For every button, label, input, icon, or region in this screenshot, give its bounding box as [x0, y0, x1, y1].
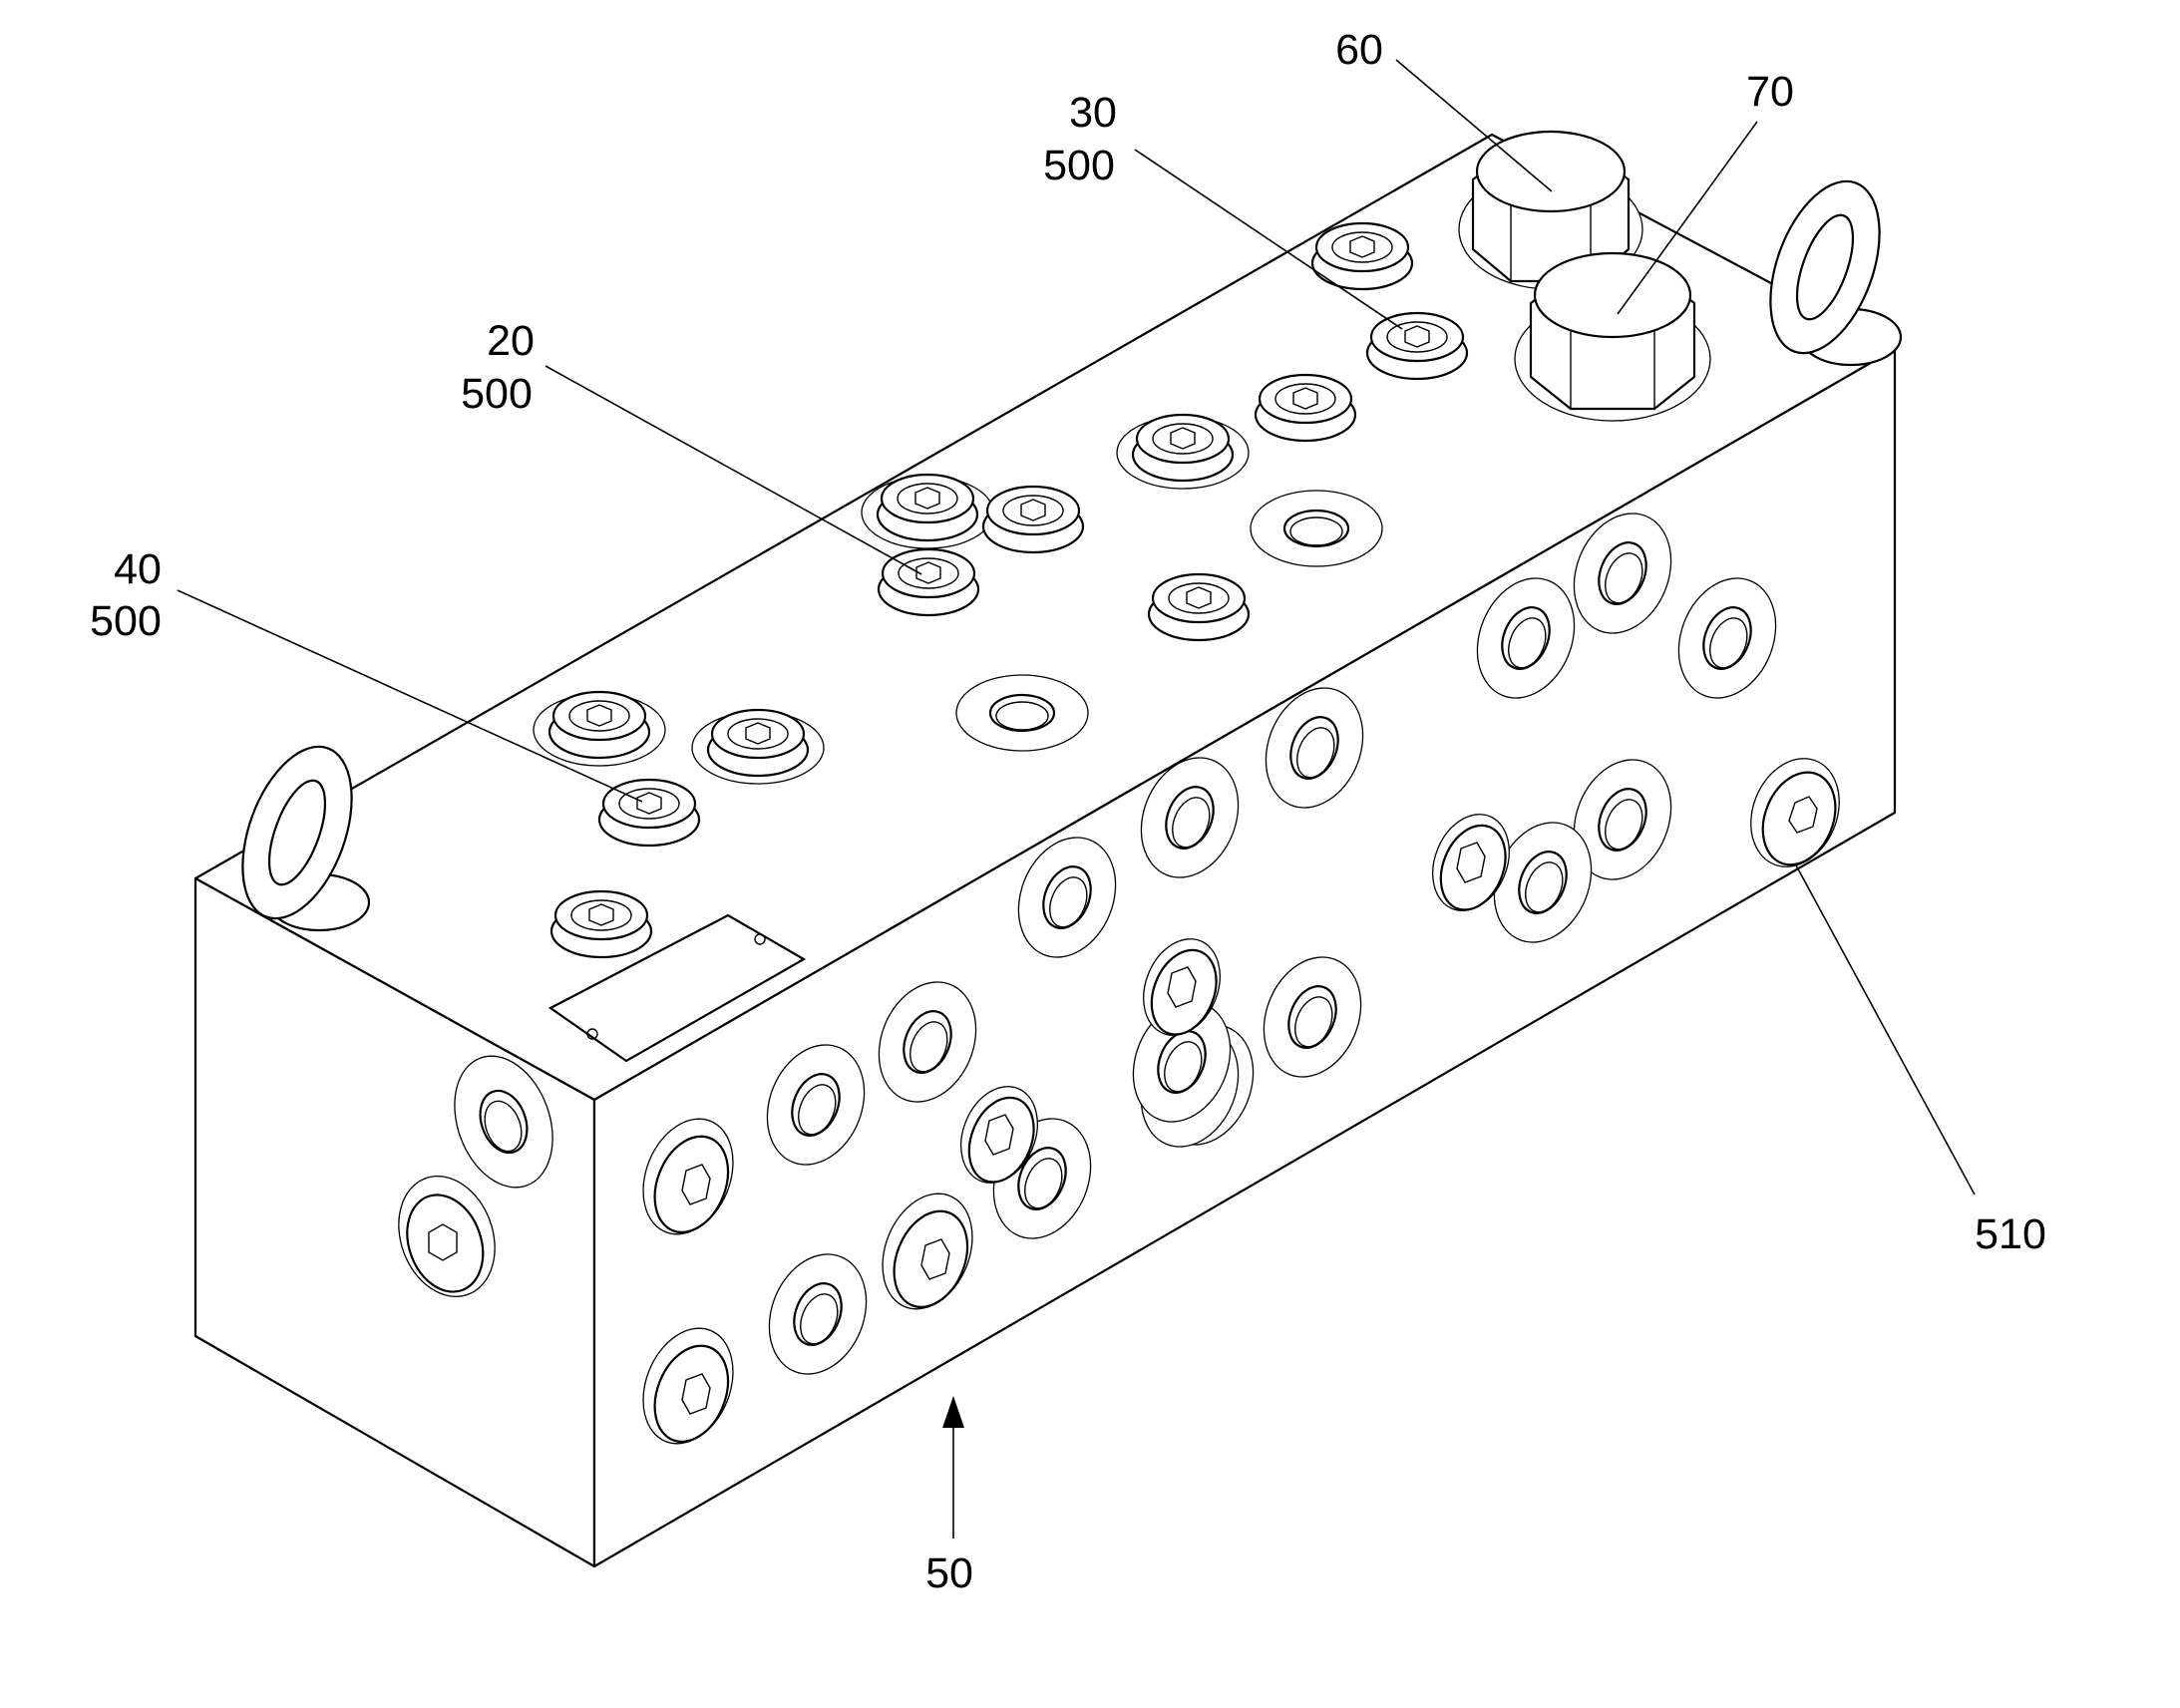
label-510: 510 [1975, 1210, 2046, 1258]
side-hex-plug [642, 1327, 734, 1445]
label-20: 20 [487, 317, 535, 365]
top-plug [1116, 413, 1250, 490]
leader-510 [1794, 862, 1976, 1196]
leader-30 [1134, 149, 1403, 330]
label-30-sub: 500 [1043, 142, 1115, 189]
top-plug [549, 889, 653, 959]
side-port [1573, 512, 1672, 634]
leader-70 [1617, 121, 1758, 315]
top-plug [1310, 221, 1414, 291]
side-hex-plug [642, 1118, 734, 1235]
label-60: 60 [1335, 26, 1383, 74]
lifting-eye-left [241, 745, 371, 932]
side-port [768, 1253, 868, 1375]
top-plug [861, 473, 994, 549]
top-plug [981, 485, 1085, 554]
top-plug [597, 778, 701, 848]
side-hex-plug-510 [1750, 758, 1840, 867]
nameplate [547, 913, 807, 1063]
label-20-sub: 500 [461, 370, 533, 418]
label-50: 50 [925, 1549, 973, 1597]
end-port [454, 1055, 553, 1189]
leader-40 [177, 589, 643, 803]
top-plug [1365, 311, 1469, 381]
side-hex-plug [1143, 938, 1221, 1036]
end-face-ports [398, 1055, 553, 1297]
top-plug [1254, 373, 1357, 443]
hex-cap-70 [1514, 251, 1711, 422]
side-face-ports [766, 512, 1777, 1375]
label-70: 70 [1746, 68, 1794, 116]
side-hex-plug [882, 1193, 973, 1310]
top-face-open-ports [955, 490, 1383, 752]
side-port [1493, 822, 1593, 943]
top-plug [691, 708, 825, 785]
side-port [1573, 759, 1672, 880]
top-plug [877, 547, 980, 617]
reference-labels: 60 70 30 500 20 500 40 500 510 50 [90, 26, 2046, 1597]
leader-60 [1395, 59, 1553, 192]
side-hex-plug [1432, 814, 1510, 911]
side-port [1017, 837, 1117, 958]
top-face-plugs [533, 221, 1469, 959]
side-port [766, 1044, 866, 1166]
label-30: 30 [1069, 89, 1117, 137]
side-port [1132, 1001, 1232, 1123]
side-port [1263, 956, 1362, 1078]
label-40: 40 [114, 545, 162, 593]
side-port [1265, 687, 1364, 809]
leader-lines [177, 59, 1976, 1538]
side-port [1476, 577, 1576, 699]
top-plug [533, 690, 666, 767]
side-face-hex-plugs [642, 758, 1840, 1445]
side-hex-plug [960, 1086, 1038, 1184]
top-open-port [955, 674, 1089, 752]
leader-20 [545, 365, 922, 575]
end-hex-plug [398, 1176, 496, 1297]
side-port [1140, 757, 1240, 878]
top-open-port [1250, 490, 1383, 567]
label-40-sub: 500 [90, 597, 162, 645]
lifting-eye-right [1769, 179, 1903, 367]
side-port [1677, 577, 1777, 699]
side-port [878, 981, 977, 1103]
top-plug [1147, 572, 1251, 642]
arrow-50-head [942, 1396, 964, 1428]
